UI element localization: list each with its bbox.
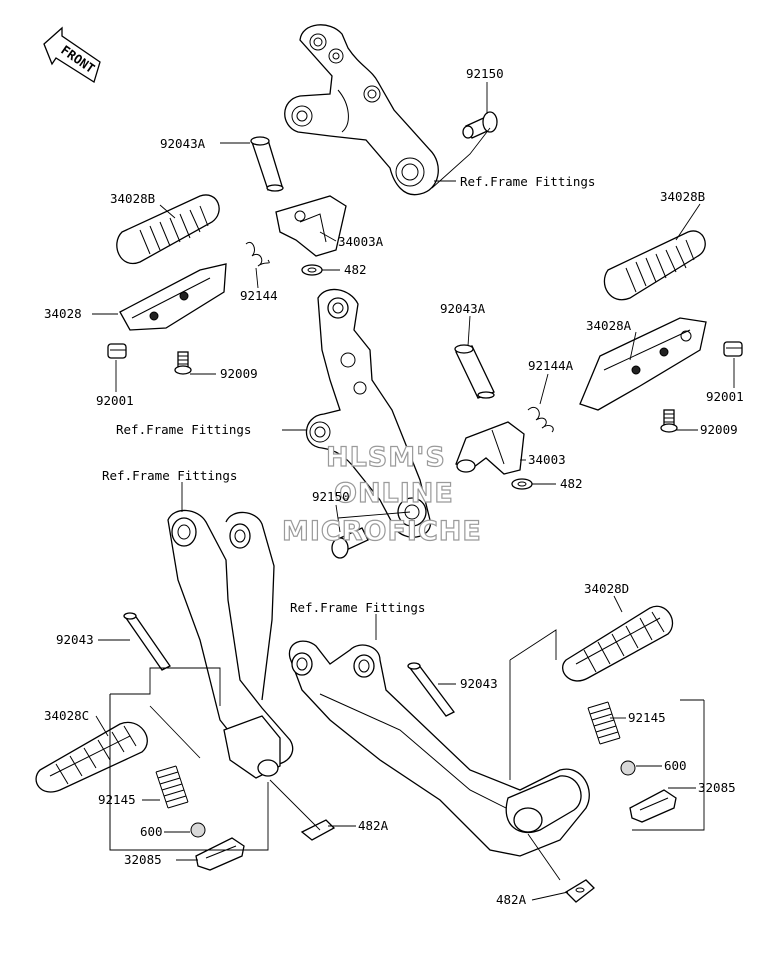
ball-600-left	[190, 822, 206, 838]
bolt-92001-left	[107, 343, 127, 359]
rubber-pad-34028B-left	[116, 194, 220, 265]
washer-482A-bottom	[564, 879, 595, 903]
holder-34003A	[275, 195, 347, 257]
label-92009-right: 92009	[700, 422, 738, 437]
lower-right-pedal-arm	[288, 640, 590, 857]
label-34028: 34028	[44, 306, 82, 321]
label-92043A-mid: 92043A	[440, 301, 486, 316]
pin-92150-middle	[331, 527, 369, 559]
footrest-34028-left	[119, 263, 227, 331]
pin-92043-left	[123, 612, 171, 671]
watermark-line-2: ONLINE	[334, 478, 454, 509]
pin-92150-top	[462, 111, 498, 139]
label-482-mid: 482	[560, 476, 583, 491]
holder-34003	[455, 421, 525, 475]
footrest-34028A-right	[579, 317, 707, 411]
watermark: HLSM'S ONLINE MICROFICHE	[281, 441, 482, 547]
pedal-rubber-34028D	[562, 605, 674, 682]
lower-left-bracket	[167, 509, 294, 779]
label-34028D: 34028D	[584, 581, 629, 596]
label-92043-left: 92043	[56, 632, 94, 647]
bolt-92009-right	[660, 409, 678, 433]
washer-482-top	[301, 264, 323, 276]
part-labels: 92150 92043A Ref.Frame Fittings 34028B 3…	[44, 66, 744, 907]
label-ref-frame-1: Ref.Frame Fittings	[460, 174, 595, 189]
detent-32085-left	[195, 837, 245, 871]
pin-92043-right	[407, 662, 455, 717]
label-92150-top: 92150	[466, 66, 504, 81]
middle-footrest-bracket	[305, 288, 431, 538]
spring-92144	[245, 242, 270, 267]
label-32085-right: 32085	[698, 780, 736, 795]
label-600-left: 600	[140, 824, 163, 839]
label-34028B-left: 34028B	[110, 191, 155, 206]
assembly-guide-lines	[109, 127, 705, 881]
label-ref-frame-2: Ref.Frame Fittings	[116, 422, 251, 437]
label-ref-frame-3: Ref.Frame Fittings	[102, 468, 237, 483]
bolt-92009-left	[174, 351, 192, 375]
detent-32085-right	[629, 789, 677, 823]
label-34003A: 34003A	[338, 234, 384, 249]
leader-lines	[92, 82, 735, 901]
pin-92043A-top	[250, 136, 284, 192]
spring-92145-right	[587, 701, 621, 745]
ball-600-right	[620, 760, 636, 776]
pin-92043A-middle	[454, 344, 495, 399]
label-34003: 34003	[528, 452, 566, 467]
label-92145-right: 92145	[628, 710, 666, 725]
label-32085-left: 32085	[124, 852, 162, 867]
upper-footrest-bracket	[284, 24, 439, 196]
label-92009-left: 92009	[220, 366, 258, 381]
watermark-line-3: MICROFICHE	[282, 516, 482, 547]
label-34028B-right: 34028B	[660, 189, 705, 204]
label-92043A-top: 92043A	[160, 136, 206, 151]
rubber-pad-34028B-right	[603, 230, 706, 301]
label-92145-left: 92145	[98, 792, 136, 807]
label-92144A: 92144A	[528, 358, 574, 373]
label-482A-mid: 482A	[358, 818, 389, 833]
label-482-top: 482	[344, 262, 367, 277]
front-arrow-badge: FRONT	[43, 26, 101, 84]
label-ref-frame-4: Ref.Frame Fittings	[290, 600, 425, 615]
label-92001-left: 92001	[96, 393, 134, 408]
label-92144: 92144	[240, 288, 278, 303]
spring-92144A	[527, 406, 554, 433]
label-92043-right: 92043	[460, 676, 498, 691]
label-92001-right: 92001	[706, 389, 744, 404]
label-600-right: 600	[664, 758, 687, 773]
pedal-rubber-34028C	[35, 721, 148, 793]
label-92150-mid: 92150	[312, 489, 350, 504]
label-482A-bottom: 482A	[496, 892, 527, 907]
bolt-92001-right	[723, 341, 743, 357]
label-34028A: 34028A	[586, 318, 632, 333]
label-34028C: 34028C	[44, 708, 89, 723]
washer-482-middle	[511, 478, 533, 490]
spring-92145-left	[155, 765, 189, 809]
watermark-line-1: HLSM'S	[326, 442, 446, 473]
washer-482A-middle	[300, 819, 336, 841]
